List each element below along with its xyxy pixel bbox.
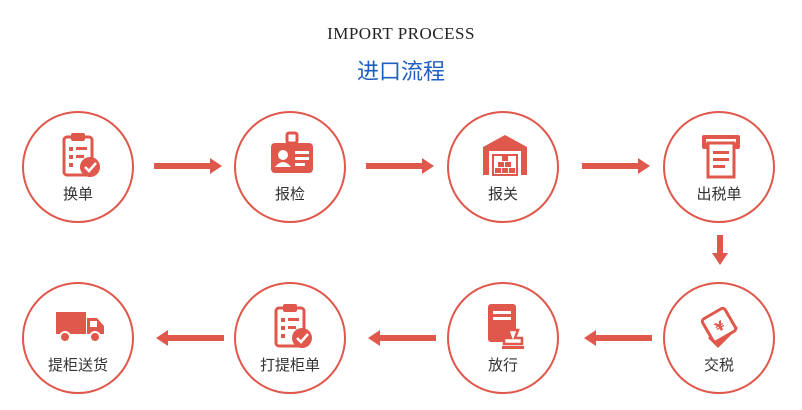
delivery-truck-icon xyxy=(56,312,104,343)
step-label: 打提柜单 xyxy=(259,356,320,374)
step-pay-tax: ¥ 交税 xyxy=(663,282,775,394)
step-label: 出税单 xyxy=(696,185,742,203)
step-label: 放行 xyxy=(487,356,518,374)
approval-stamp-icon xyxy=(488,304,524,349)
arrow-left-icon xyxy=(156,330,224,346)
arrow-left-icon xyxy=(368,330,436,346)
arrow-right-icon xyxy=(366,158,434,174)
clipboard-check-icon xyxy=(274,304,312,348)
step-issue-tax-bill: 出税单 xyxy=(663,111,775,223)
step-print-pickup-order: 打提柜单 xyxy=(234,282,346,394)
step-customs-declaration: 报关 xyxy=(447,111,559,223)
arrow-right-icon xyxy=(582,158,650,174)
arrow-down-icon xyxy=(712,235,728,265)
step-inspection: 报检 xyxy=(234,111,346,223)
title-chinese: 进口流程 xyxy=(356,60,445,85)
warehouse-icon xyxy=(483,135,527,176)
title-english: IMPORT PROCESS xyxy=(327,24,475,43)
step-pickup-delivery: 提柜送货 xyxy=(22,282,134,394)
tax-receipt-icon xyxy=(702,135,740,179)
step-release: 放行 xyxy=(447,282,559,394)
tax-stamp-icon: ¥ xyxy=(700,306,738,348)
clipboard-check-icon xyxy=(62,133,100,177)
step-label: 报检 xyxy=(274,185,305,203)
id-badge-icon xyxy=(271,131,313,173)
step-label: 报关 xyxy=(487,185,518,203)
step-label: 换单 xyxy=(62,185,93,203)
step-label: 提柜送货 xyxy=(47,356,108,374)
step-exchange-order: 换单 xyxy=(22,111,134,223)
step-label: 交税 xyxy=(703,356,734,374)
arrow-left-icon xyxy=(584,330,652,346)
arrow-right-icon xyxy=(154,158,222,174)
